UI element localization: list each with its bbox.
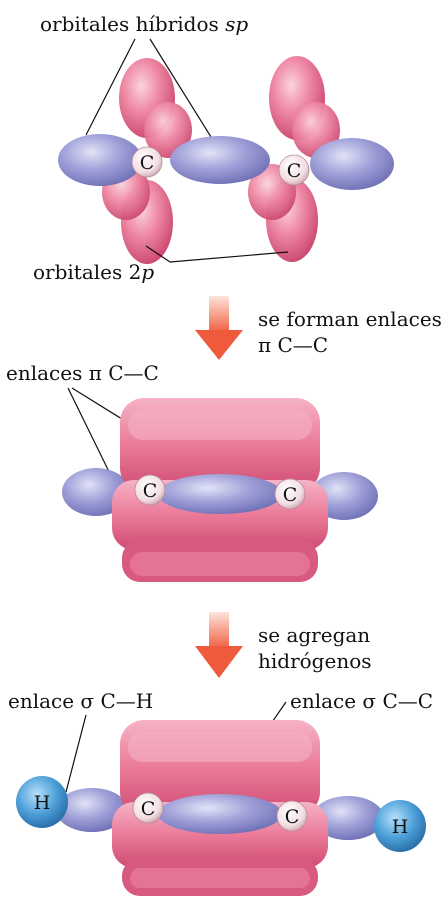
arrow1-caption-line1: se forman enlaces bbox=[258, 307, 442, 331]
label-sigma-c-c: enlace σ C—C bbox=[290, 689, 433, 713]
sigma-c-c-core bbox=[158, 794, 282, 834]
hydrogen-label: H bbox=[34, 792, 51, 814]
carbon-label: C bbox=[287, 160, 302, 182]
pi-bond-highlight bbox=[128, 410, 312, 440]
carbon-label: C bbox=[140, 152, 155, 174]
arrow-shaft bbox=[209, 296, 229, 334]
label-pi-bonds: enlaces π C—C bbox=[6, 361, 159, 385]
hydrogen-label: H bbox=[392, 816, 409, 838]
panel-ethyne: enlace σ C—H enlace σ C—C H H C C bbox=[8, 689, 433, 896]
arrow2-caption-line2: hidrógenos bbox=[258, 649, 372, 673]
reaction-arrow-1: se forman enlaces π C—C bbox=[195, 296, 442, 360]
reaction-arrow-2: se agregan hidrógenos bbox=[195, 612, 372, 678]
label-sigma-c-h: enlace σ C—H bbox=[8, 689, 153, 713]
pointer-line bbox=[66, 715, 86, 792]
sigma-bond-core bbox=[158, 474, 282, 514]
sp-orbital-lobe bbox=[310, 138, 394, 190]
pi-bond-highlight bbox=[128, 732, 312, 762]
panel-sp-orbitals: orbitales híbridos sp C C orbitales 2p bbox=[33, 12, 394, 284]
label-2p-orbitals: orbitales 2p bbox=[33, 260, 154, 284]
sp-orbital-lobe bbox=[58, 134, 142, 186]
carbon-label: C bbox=[143, 480, 158, 502]
panel-pi-bonds: enlaces π C—C C C bbox=[6, 361, 378, 582]
pointer-line bbox=[170, 252, 288, 262]
carbon-label: C bbox=[285, 806, 300, 828]
label-sp-hybrid-orbitals: orbitales híbridos sp bbox=[40, 12, 248, 36]
pi-bond-highlight bbox=[130, 868, 310, 888]
sp-orbital-lobe bbox=[170, 136, 270, 184]
arrow-shaft bbox=[209, 612, 229, 650]
arrow1-caption-line2: π C—C bbox=[258, 333, 328, 357]
carbon-label: C bbox=[283, 484, 298, 506]
arrow2-caption-line1: se agregan bbox=[258, 623, 370, 647]
arrow-head bbox=[195, 646, 243, 678]
pi-bond-highlight bbox=[130, 552, 310, 576]
arrow-head bbox=[195, 330, 243, 360]
carbon-label: C bbox=[141, 798, 156, 820]
